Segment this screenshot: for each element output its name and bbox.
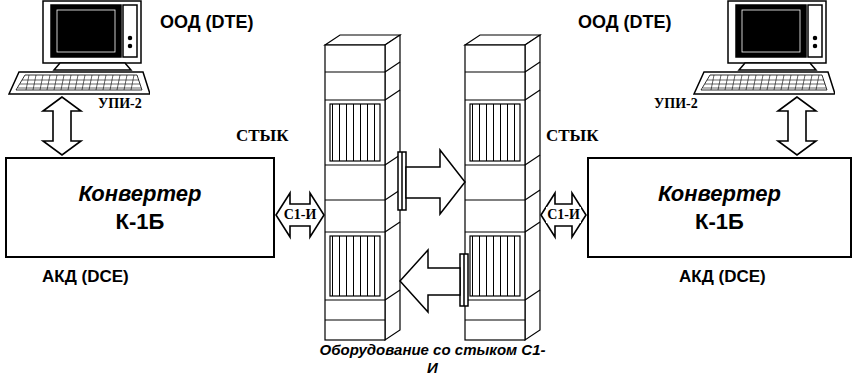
interface-label: СТЫК bbox=[236, 126, 289, 146]
interface-label: СТЫК bbox=[546, 126, 599, 146]
equipment-group: Оборудование со стыком С1-И bbox=[325, 35, 540, 378]
converter-box: КонвертерК-1БАКД (DCE) bbox=[587, 157, 852, 258]
edge-label: С1-И bbox=[283, 207, 318, 223]
computer-node: ООД (DTE) bbox=[690, 0, 835, 95]
converter-title: Конвертер bbox=[79, 180, 202, 208]
edge-label: С1-И bbox=[546, 207, 581, 223]
interface-arrow bbox=[778, 97, 816, 155]
device-label: ООД (DTE) bbox=[578, 12, 672, 33]
converter-model: К-1Б bbox=[116, 208, 165, 236]
converter-model: К-1Б bbox=[695, 208, 744, 236]
edge-label: УПИ-2 bbox=[98, 96, 142, 112]
equipment-caption: Оборудование со стыком С1-И bbox=[315, 341, 550, 377]
device-label: ООД (DTE) bbox=[160, 12, 254, 33]
computer-icon bbox=[5, 0, 150, 95]
device-label: АКД (DCE) bbox=[42, 267, 129, 287]
device-label: АКД (DCE) bbox=[679, 267, 766, 287]
interface-arrow bbox=[541, 193, 586, 237]
converter-title: Конвертер bbox=[658, 180, 781, 208]
computer-node: ООД (DTE) bbox=[5, 0, 150, 95]
edge-label: УПИ-2 bbox=[654, 96, 698, 112]
interface-arrow bbox=[276, 193, 324, 237]
converter-box: КонвертерК-1БАКД (DCE) bbox=[5, 157, 275, 258]
interface-arrow bbox=[43, 97, 81, 155]
computer-icon bbox=[690, 0, 835, 95]
